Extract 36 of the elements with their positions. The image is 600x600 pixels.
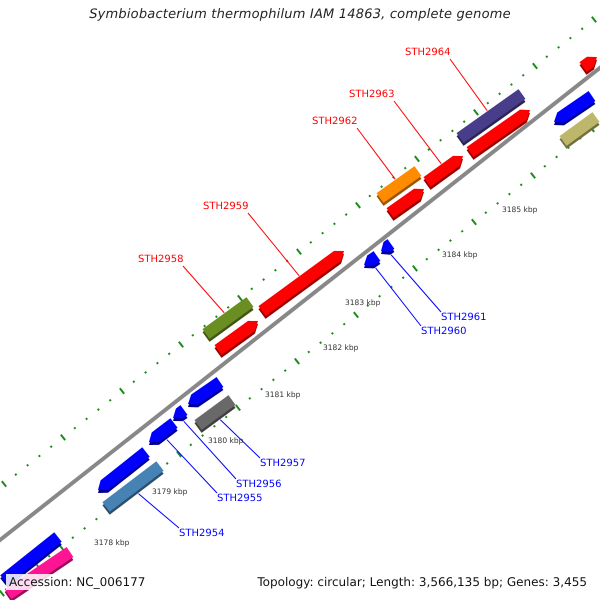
- leader-line: [138, 493, 180, 528]
- leader-line: [375, 267, 422, 326]
- leader-line: [166, 439, 218, 494]
- gene-label: STH2960: [421, 326, 466, 338]
- gene-label: STH2961: [441, 312, 486, 324]
- gene-feature: [466, 110, 530, 160]
- leader-line: [220, 419, 260, 458]
- leader-line: [394, 100, 442, 164]
- leader-line: [182, 266, 225, 314]
- leader-line: [450, 58, 488, 112]
- gene-feature: [386, 188, 424, 221]
- gene-feature: [214, 320, 258, 358]
- leader-line: [356, 128, 396, 180]
- gene-feature: [381, 239, 394, 255]
- leader-line: [183, 420, 236, 480]
- gene-feature: [423, 156, 463, 190]
- gene-feature: [364, 251, 380, 268]
- leader-line: [248, 212, 300, 276]
- gene-label: STH2962: [312, 116, 358, 128]
- gene-label: STH2954: [179, 528, 224, 540]
- gene-label: STH2957: [260, 458, 306, 470]
- gene-feature: [559, 112, 600, 149]
- leader-line: [390, 254, 442, 312]
- gene-label: STH2956: [236, 479, 282, 491]
- gene-label: STH2963: [349, 89, 394, 101]
- gene-feature: [194, 395, 236, 433]
- gene-feature: [580, 56, 597, 75]
- gene-label: STH2964: [405, 47, 450, 59]
- gene-feature: [149, 418, 178, 445]
- gene-feature: [188, 377, 224, 408]
- gene-label: STH2955: [217, 493, 262, 505]
- diagram-title: Symbiobacterium thermophilum IAM 14863, complete genome: [88, 7, 512, 22]
- gene-feature: [173, 405, 188, 422]
- gene-label: STH2958: [138, 254, 184, 266]
- gene-label: STH2959: [203, 201, 248, 213]
- gene-feature: [258, 250, 344, 319]
